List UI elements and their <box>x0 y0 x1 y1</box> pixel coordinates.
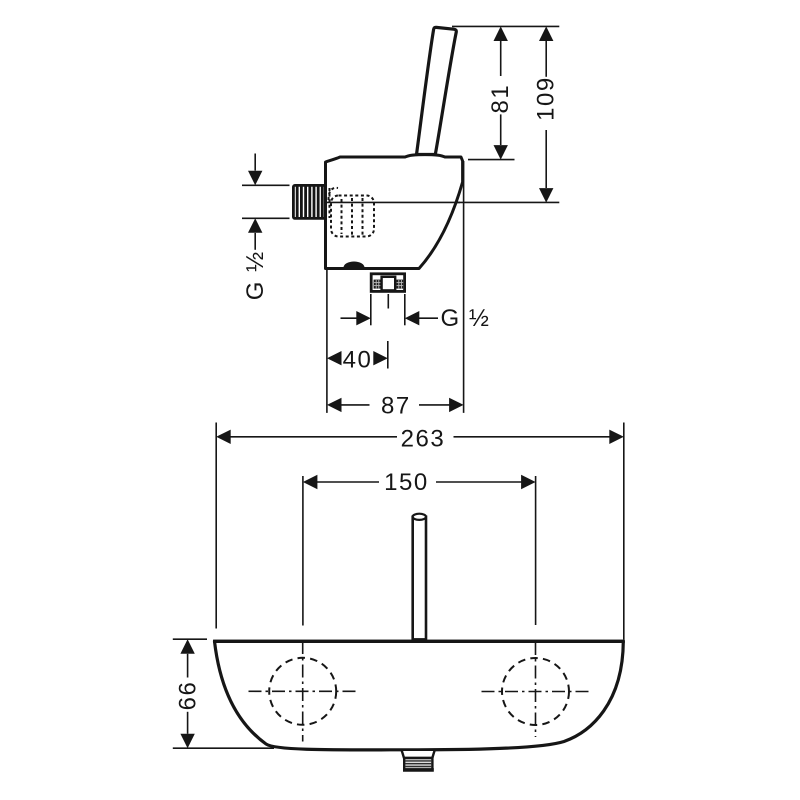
svg-text:81: 81 <box>487 84 514 114</box>
svg-text:G ½: G ½ <box>441 305 491 332</box>
svg-text:66: 66 <box>174 681 201 711</box>
svg-text:G ½: G ½ <box>242 250 269 300</box>
svg-text:263: 263 <box>401 425 446 452</box>
svg-text:150: 150 <box>384 469 429 496</box>
svg-text:40: 40 <box>343 346 373 373</box>
svg-text:87: 87 <box>381 393 411 420</box>
svg-text:109: 109 <box>533 76 560 121</box>
